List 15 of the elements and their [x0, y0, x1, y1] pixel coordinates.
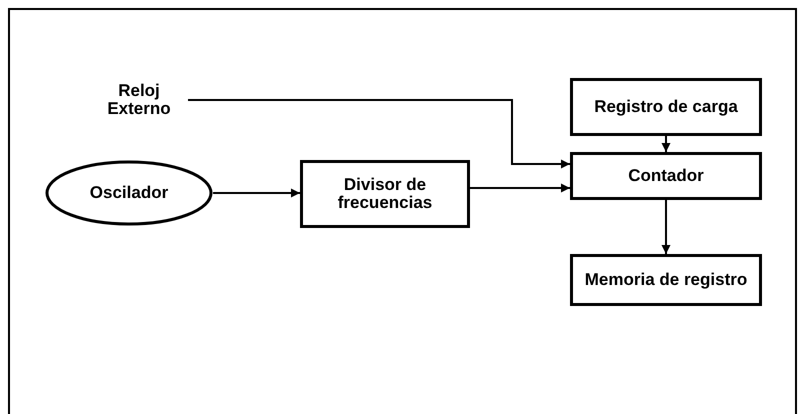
node-label: Contador [628, 167, 704, 185]
node-label: Registro de carga [594, 98, 738, 116]
node-label: Reloj Externo [106, 82, 172, 118]
node-label: Divisor de frecuencias [336, 176, 434, 212]
node-label: Oscilador [90, 184, 168, 202]
arrow [188, 99, 570, 168]
arrow [662, 136, 670, 152]
process-box [300, 160, 470, 228]
node-label: Memoria de registro [584, 271, 748, 289]
arrow [662, 200, 670, 254]
process-box [570, 152, 762, 200]
arrow [213, 188, 300, 198]
process-box [570, 254, 762, 306]
arrow [470, 184, 570, 192]
process-box [570, 78, 762, 136]
